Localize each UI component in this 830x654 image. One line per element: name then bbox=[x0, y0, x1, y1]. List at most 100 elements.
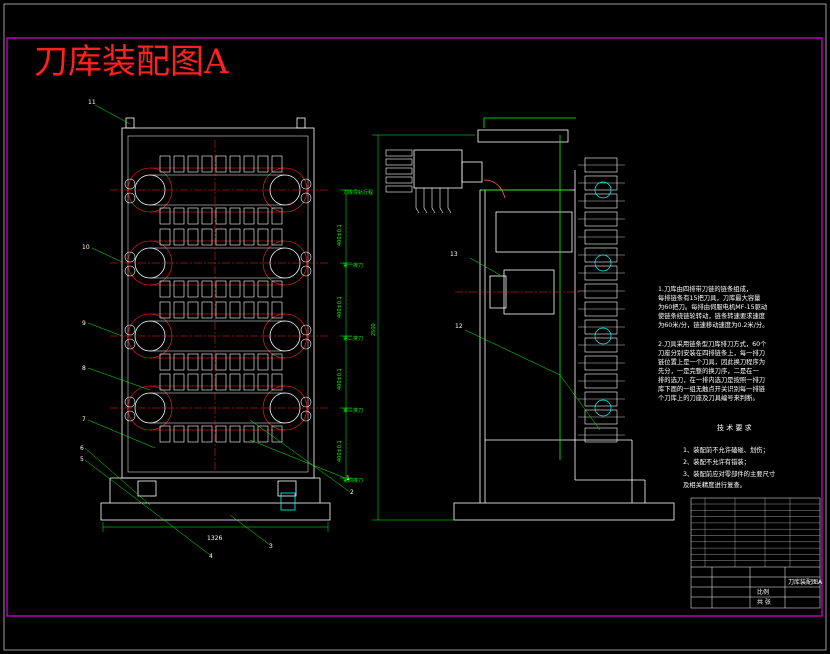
tool-holder bbox=[159, 155, 171, 173]
front-frame bbox=[121, 127, 315, 479]
callout-5: 5 bbox=[80, 456, 84, 463]
top-housing bbox=[477, 129, 569, 143]
row-label-3: 第三排刀 bbox=[343, 407, 363, 414]
pocket bbox=[124, 410, 136, 422]
tool-holder bbox=[229, 280, 241, 298]
callout-2: 2 bbox=[350, 489, 354, 496]
pocket bbox=[124, 178, 136, 190]
tool-holder bbox=[243, 301, 255, 319]
note-line-10: 库下面的一组无触点开关识别每一排链 bbox=[658, 384, 766, 393]
tool-holder bbox=[243, 207, 255, 225]
tech-heading: 技 术 要 求 bbox=[717, 423, 752, 432]
tool-holder bbox=[187, 280, 199, 298]
note-line-0: 1.刀库由四排带刀链的链条组成， bbox=[658, 284, 752, 293]
lifting-lug-right bbox=[296, 117, 306, 129]
tool-holder bbox=[201, 353, 213, 371]
callout-10: 10 bbox=[82, 244, 90, 251]
centre-lines bbox=[110, 140, 580, 470]
side-view bbox=[413, 117, 675, 521]
tool-holder bbox=[159, 353, 171, 371]
tool-holder bbox=[187, 207, 199, 225]
callout-3: 3 bbox=[269, 543, 273, 550]
valve-connector bbox=[385, 176, 413, 184]
front-top-label: 刀库导轨行程 bbox=[343, 189, 373, 196]
tool-holder bbox=[243, 280, 255, 298]
pocket bbox=[300, 396, 312, 408]
tool-holder bbox=[271, 353, 283, 371]
note-line-7: 链位置上是一个刀具，因此换刀程序为 bbox=[658, 357, 765, 366]
valve-connector bbox=[385, 167, 413, 175]
tool-holder bbox=[173, 373, 185, 391]
side-base bbox=[453, 502, 675, 521]
tool-holder bbox=[271, 228, 283, 246]
tool-holder bbox=[201, 373, 213, 391]
side-sprocket bbox=[594, 327, 612, 345]
tech-item-3: 及相关精度进行复查。 bbox=[683, 480, 746, 489]
tool-holder bbox=[229, 353, 241, 371]
tech-item-1: 2、装配不允许有错装； bbox=[683, 457, 750, 466]
side-valve-block bbox=[413, 149, 463, 189]
tool-holder bbox=[243, 373, 255, 391]
tool-holder bbox=[187, 425, 199, 443]
note-line-9: 排的选刀，在一排内选刀是按照一排刀 bbox=[658, 375, 765, 384]
front-callout-leaders bbox=[84, 104, 351, 556]
side-sprocket bbox=[594, 254, 612, 272]
title-block-name: 刀库装配图A bbox=[788, 578, 823, 586]
pocket bbox=[300, 192, 312, 204]
tool-holder bbox=[271, 373, 283, 391]
pocket bbox=[124, 396, 136, 408]
tool-holder bbox=[215, 155, 227, 173]
valve-connector bbox=[385, 185, 413, 193]
note-line-8: 先分，一是完整的换刀序，二是在一 bbox=[658, 366, 759, 375]
parts-list bbox=[691, 498, 820, 567]
front-width-dim: 1326 bbox=[207, 535, 222, 542]
tool-holder bbox=[257, 207, 269, 225]
tool-holder bbox=[173, 280, 185, 298]
row-label-1: 第一排刀 bbox=[343, 262, 363, 269]
tool-holder bbox=[215, 373, 227, 391]
row-label-4: 第四排刀 bbox=[343, 477, 363, 484]
tool-holder bbox=[229, 301, 241, 319]
side-sprocket bbox=[594, 181, 612, 199]
tool-holder bbox=[257, 228, 269, 246]
lifting-lug-left bbox=[125, 117, 135, 129]
row-dim-4: 400±0.1 bbox=[337, 440, 343, 462]
pocket bbox=[124, 338, 136, 350]
front-callouts: 11 10 9 8 7 6 5 4 3 2 1 bbox=[80, 99, 354, 560]
note-line-11: 个刀库上的刀座及刀具编号来判断。 bbox=[658, 393, 759, 402]
drawing-border bbox=[3, 3, 827, 651]
tool-holder bbox=[187, 228, 199, 246]
tool-holder bbox=[229, 228, 241, 246]
tool-holder bbox=[187, 353, 199, 371]
pocket bbox=[300, 338, 312, 350]
tool-holder bbox=[201, 425, 213, 443]
tool-holder bbox=[173, 228, 185, 246]
tool-holder bbox=[215, 280, 227, 298]
callout-9: 9 bbox=[82, 320, 86, 327]
drawing-title: 刀库装配图A bbox=[34, 42, 229, 82]
drawing-frame bbox=[6, 37, 823, 617]
tool-holder bbox=[243, 155, 255, 173]
callout-4: 4 bbox=[209, 553, 213, 560]
title-block-sheet: 共 张 bbox=[757, 598, 771, 606]
side-dimensions bbox=[372, 134, 601, 521]
tool-holder bbox=[257, 425, 269, 443]
row-dim-3: 400±0.1 bbox=[337, 368, 343, 390]
tool-holder bbox=[159, 301, 171, 319]
tool-holder bbox=[215, 353, 227, 371]
tool-holder bbox=[257, 353, 269, 371]
tool-holder bbox=[271, 155, 283, 173]
pocket bbox=[124, 324, 136, 336]
callout-7: 7 bbox=[82, 416, 86, 423]
side-cables bbox=[385, 149, 452, 214]
pocket bbox=[300, 324, 312, 336]
row-label-2: 第二排刀 bbox=[343, 335, 363, 342]
tool-holder bbox=[173, 207, 185, 225]
tool-holder bbox=[215, 425, 227, 443]
tech-requirements: 技 术 要 求 1、装配前不允许磕碰、划伤； 2、装配不允许有错装； 3、装配前… bbox=[683, 423, 775, 489]
tool-holder bbox=[243, 353, 255, 371]
tool-holder bbox=[257, 373, 269, 391]
tool-holder bbox=[215, 207, 227, 225]
tool-holder bbox=[159, 280, 171, 298]
tool-holder bbox=[159, 373, 171, 391]
